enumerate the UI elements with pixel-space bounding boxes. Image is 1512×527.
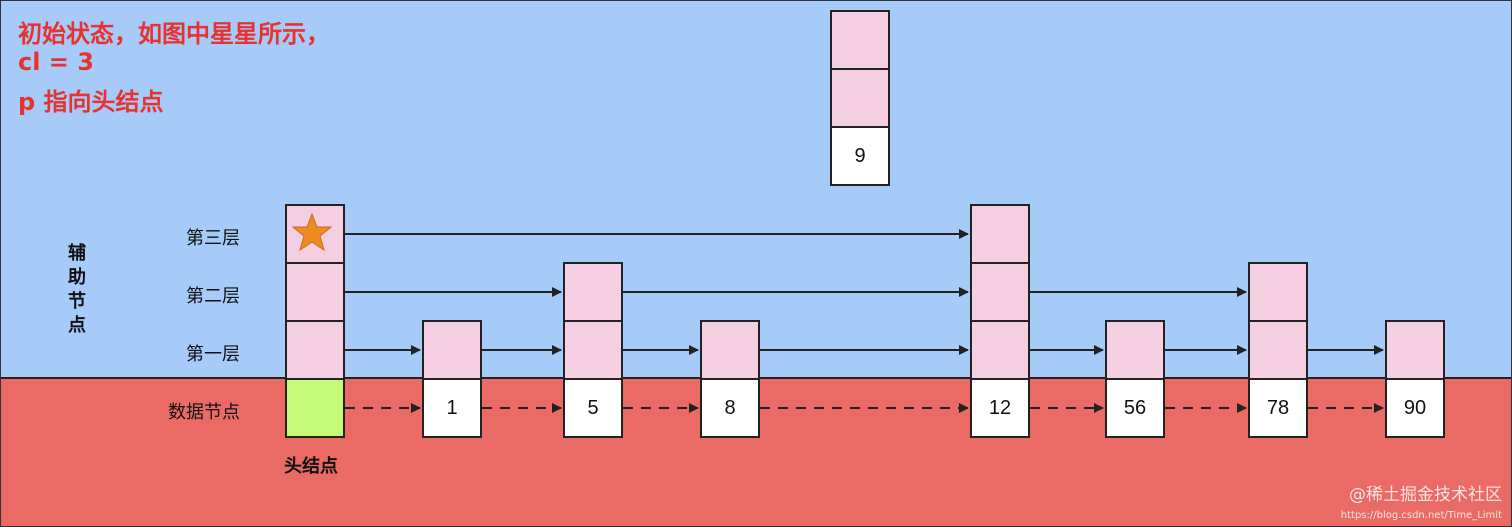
node-5-index-cell — [563, 262, 623, 322]
label-level-3: 第三层 — [186, 228, 240, 249]
floating-node-index-cell — [830, 10, 890, 70]
floating-node-index-cell — [830, 68, 890, 128]
node-1-index-cell — [422, 320, 482, 380]
node-12-index-cell — [970, 262, 1030, 322]
data-node-1: 1 — [422, 378, 482, 438]
side-label-aux-1: 辅 — [68, 243, 86, 264]
head-node-caption: 头结点 — [284, 456, 338, 477]
head-node — [285, 378, 345, 438]
data-node-56: 56 — [1105, 378, 1165, 438]
watermark-brand: @稀土掘金技术社区 — [1349, 485, 1502, 505]
node-56-index-cell — [1105, 320, 1165, 380]
node-5-index-cell — [563, 320, 623, 380]
floating-node-value: 9 — [830, 126, 890, 186]
side-label-aux-4: 点 — [68, 315, 86, 336]
note-initial-state: 初始状态，如图中星星所示， — [18, 20, 330, 48]
star-icon — [292, 212, 332, 252]
side-label-aux-2: 助 — [68, 267, 86, 288]
node-78-index-cell — [1248, 320, 1308, 380]
label-level-2: 第二层 — [186, 286, 240, 307]
note-p: p 指向头结点 — [18, 88, 164, 116]
node-8-index-cell — [700, 320, 760, 380]
label-level-1: 第一层 — [186, 344, 240, 365]
data-node-8: 8 — [700, 378, 760, 438]
data-node-78: 78 — [1248, 378, 1308, 438]
label-data-nodes: 数据节点 — [168, 402, 240, 423]
note-cl: cl = 3 — [18, 48, 94, 76]
data-node-12: 12 — [970, 378, 1030, 438]
data-node-5: 5 — [563, 378, 623, 438]
watermark-url: https://blog.csdn.net/Time_Limit — [1340, 510, 1502, 521]
data-node-90: 90 — [1385, 378, 1445, 438]
node-90-index-cell — [1385, 320, 1445, 380]
side-label-aux-3: 节 — [68, 291, 86, 312]
